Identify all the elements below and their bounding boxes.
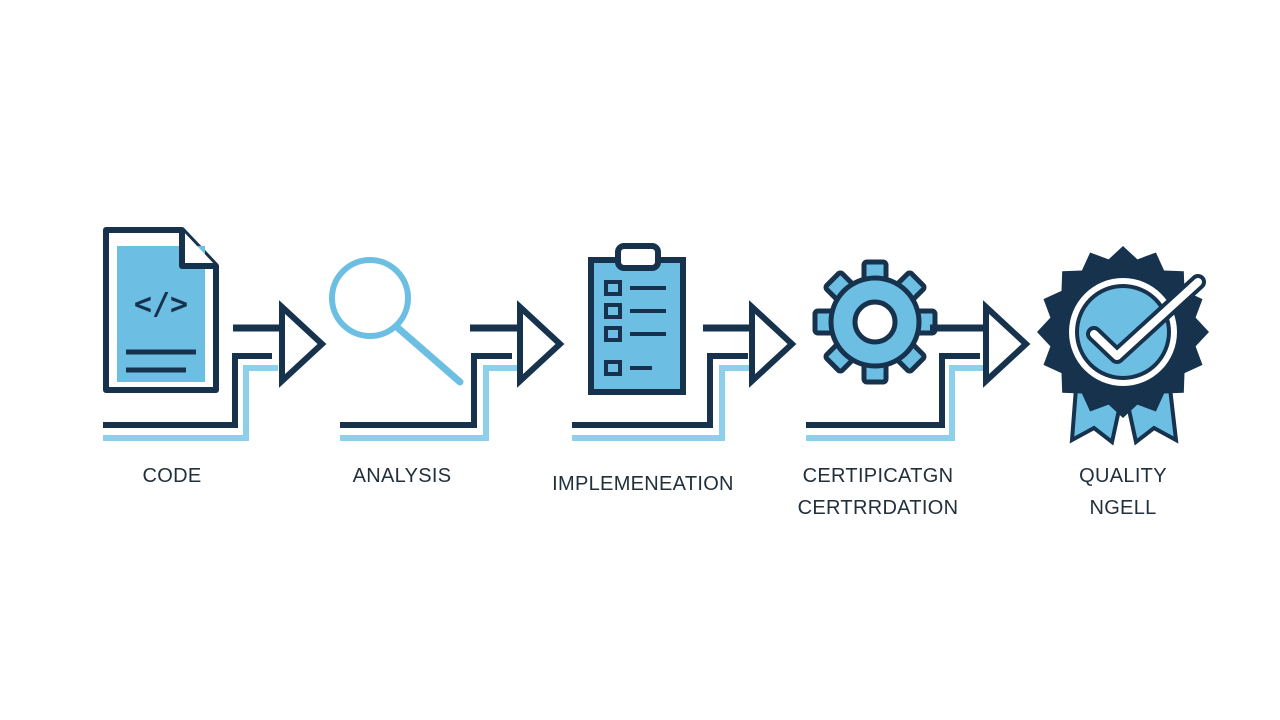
gear-icon (812, 259, 938, 385)
step-label-line: CODE (142, 465, 202, 487)
quality-badge-icon (1037, 246, 1209, 446)
code-glyph: </> (134, 287, 188, 322)
connector-arrow-4 (806, 300, 1031, 441)
code-document-icon: </> (103, 227, 219, 393)
connector-arrow-3 (572, 300, 797, 441)
step-label-code: CODE (100, 460, 244, 492)
step-label-line: IMPLEMENEATION (552, 473, 734, 495)
step-label-line: CERTIPICATGN (802, 465, 954, 487)
step-label-line: CERTRRDATION (797, 497, 959, 519)
connector-arrow-1 (103, 300, 327, 441)
magnifier-icon (329, 257, 464, 386)
step-label-line: ANALYSIS (352, 465, 452, 487)
step-label-line: QUALITY (1079, 465, 1167, 487)
clipboard-checklist-icon (588, 243, 686, 395)
connector-arrow-2 (340, 300, 565, 441)
step-label-certification: CERTIPICATGN CERTRRDATION (786, 460, 970, 524)
step-label-analysis: ANALYSIS (330, 460, 474, 492)
step-label-line: NGELL (1089, 497, 1157, 519)
step-label-implementation: IMPLEMENEATION (540, 468, 746, 500)
step-label-quality: QUALITY NGELL (1058, 460, 1188, 524)
